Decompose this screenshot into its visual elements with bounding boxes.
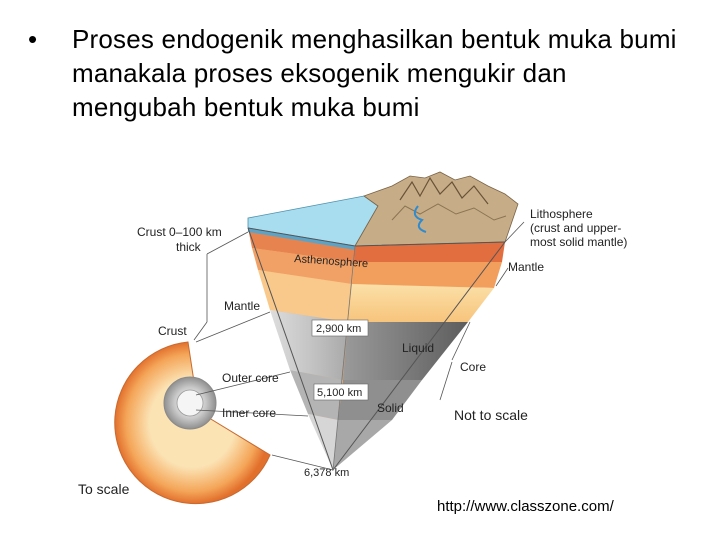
label-mantle-left: Mantle (224, 299, 260, 313)
label-depth-5100: 5,100 km (317, 387, 362, 399)
label-core: Core (460, 360, 486, 374)
label-mantle-right: Mantle (508, 260, 544, 274)
label-crust-thickness-2: thick (176, 240, 202, 254)
label-liquid: Liquid (402, 341, 434, 355)
label-inner-core: Inner core (222, 406, 276, 420)
diagram-labels: Crust 0–100 km thick Lithosphere (crust … (78, 207, 627, 497)
label-crust-thickness: Crust 0–100 km (137, 225, 222, 239)
label-outer-core: Outer core (222, 371, 279, 385)
earth-wedge (247, 171, 519, 472)
to-scale-sphere (114, 341, 271, 505)
label-not-to-scale: Not to scale (454, 407, 528, 423)
bullet-item: • Proses endogenik menghasilkan bentuk m… (28, 22, 688, 124)
source-link[interactable]: http://www.classzone.com/ (437, 498, 614, 515)
bullet-dot: • (28, 24, 38, 54)
pointer-lines (193, 221, 525, 471)
label-lithosphere-2: (crust and upper- (530, 221, 621, 235)
bullet-text: Proses endogenik menghasilkan bentuk muk… (72, 24, 677, 122)
label-lithosphere-3: most solid mantle) (530, 235, 627, 249)
label-depth-2900: 2,900 km (316, 323, 361, 335)
label-depth-6378: 6,378 km (304, 467, 349, 479)
label-to-scale: To scale (78, 481, 130, 497)
label-crust: Crust (158, 324, 187, 338)
label-asthenosphere: Asthenosphere (294, 253, 369, 270)
label-lithosphere: Lithosphere (530, 207, 593, 221)
label-solid: Solid (377, 401, 404, 415)
